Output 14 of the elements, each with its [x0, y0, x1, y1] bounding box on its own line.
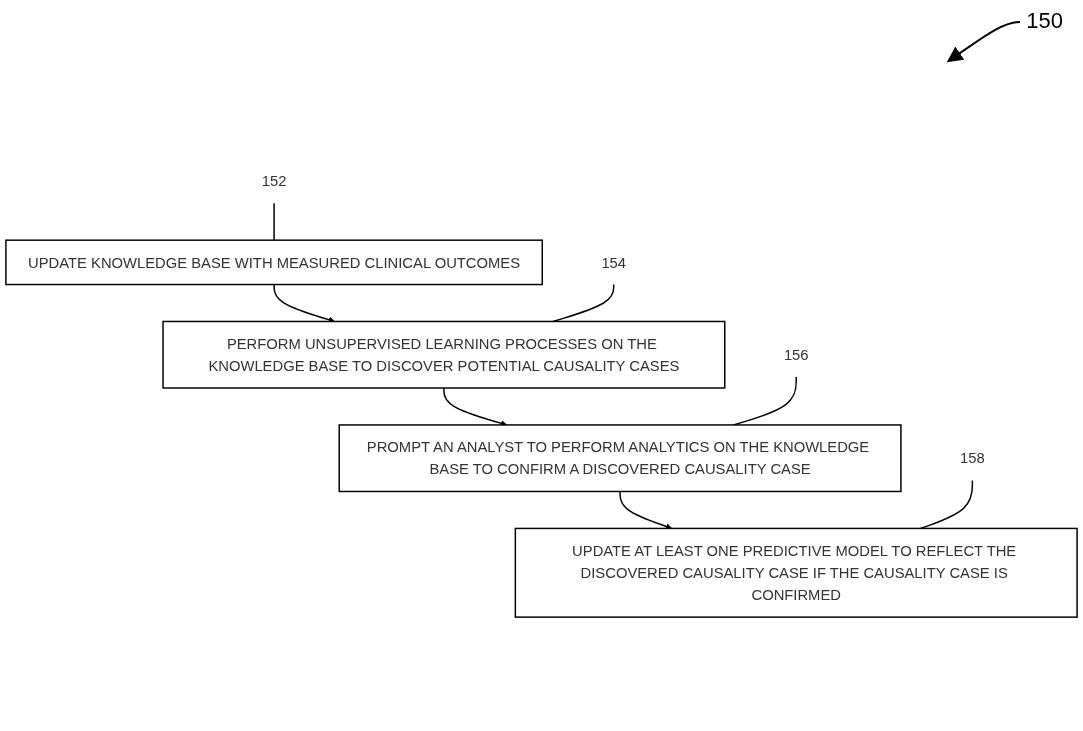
node-box: UPDATE KNOWLEDGE BASE WITH MEASURED CLINICAL OUTCOMES [5, 239, 543, 286]
connector [273, 202, 275, 241]
arrow [273, 283, 336, 323]
arrow [619, 490, 673, 530]
node-box: PERFORM UNSUPERVISED LEARNING PROCESSES ON THE KNOWLEDGE BASE TO DISCOVER POTENTIAL CAUSALITY CASES [162, 320, 726, 389]
node-box: PROMPT AN ANALYST TO PERFORM ANALYTICS ON THE KNOWLEDGE BASE TO CONFIRM A DISCOVERED CAUSALITY CASE [338, 424, 902, 493]
connector [552, 283, 615, 323]
connector [919, 479, 974, 530]
node-text: 152 [261, 172, 287, 190]
node-text: 158 [960, 450, 985, 467]
node-box: UPDATE AT LEAST ONE PREDICTIVE MODEL TO REFLECT THE DISCOVERED CAUSALITY CASE IF THE CAUSALITY CASE IS CONFIRMED [514, 527, 1078, 618]
reference-numeral: 150 [1026, 8, 1063, 33]
node-text: 156 [783, 346, 809, 363]
node-text: 154 [601, 254, 627, 271]
